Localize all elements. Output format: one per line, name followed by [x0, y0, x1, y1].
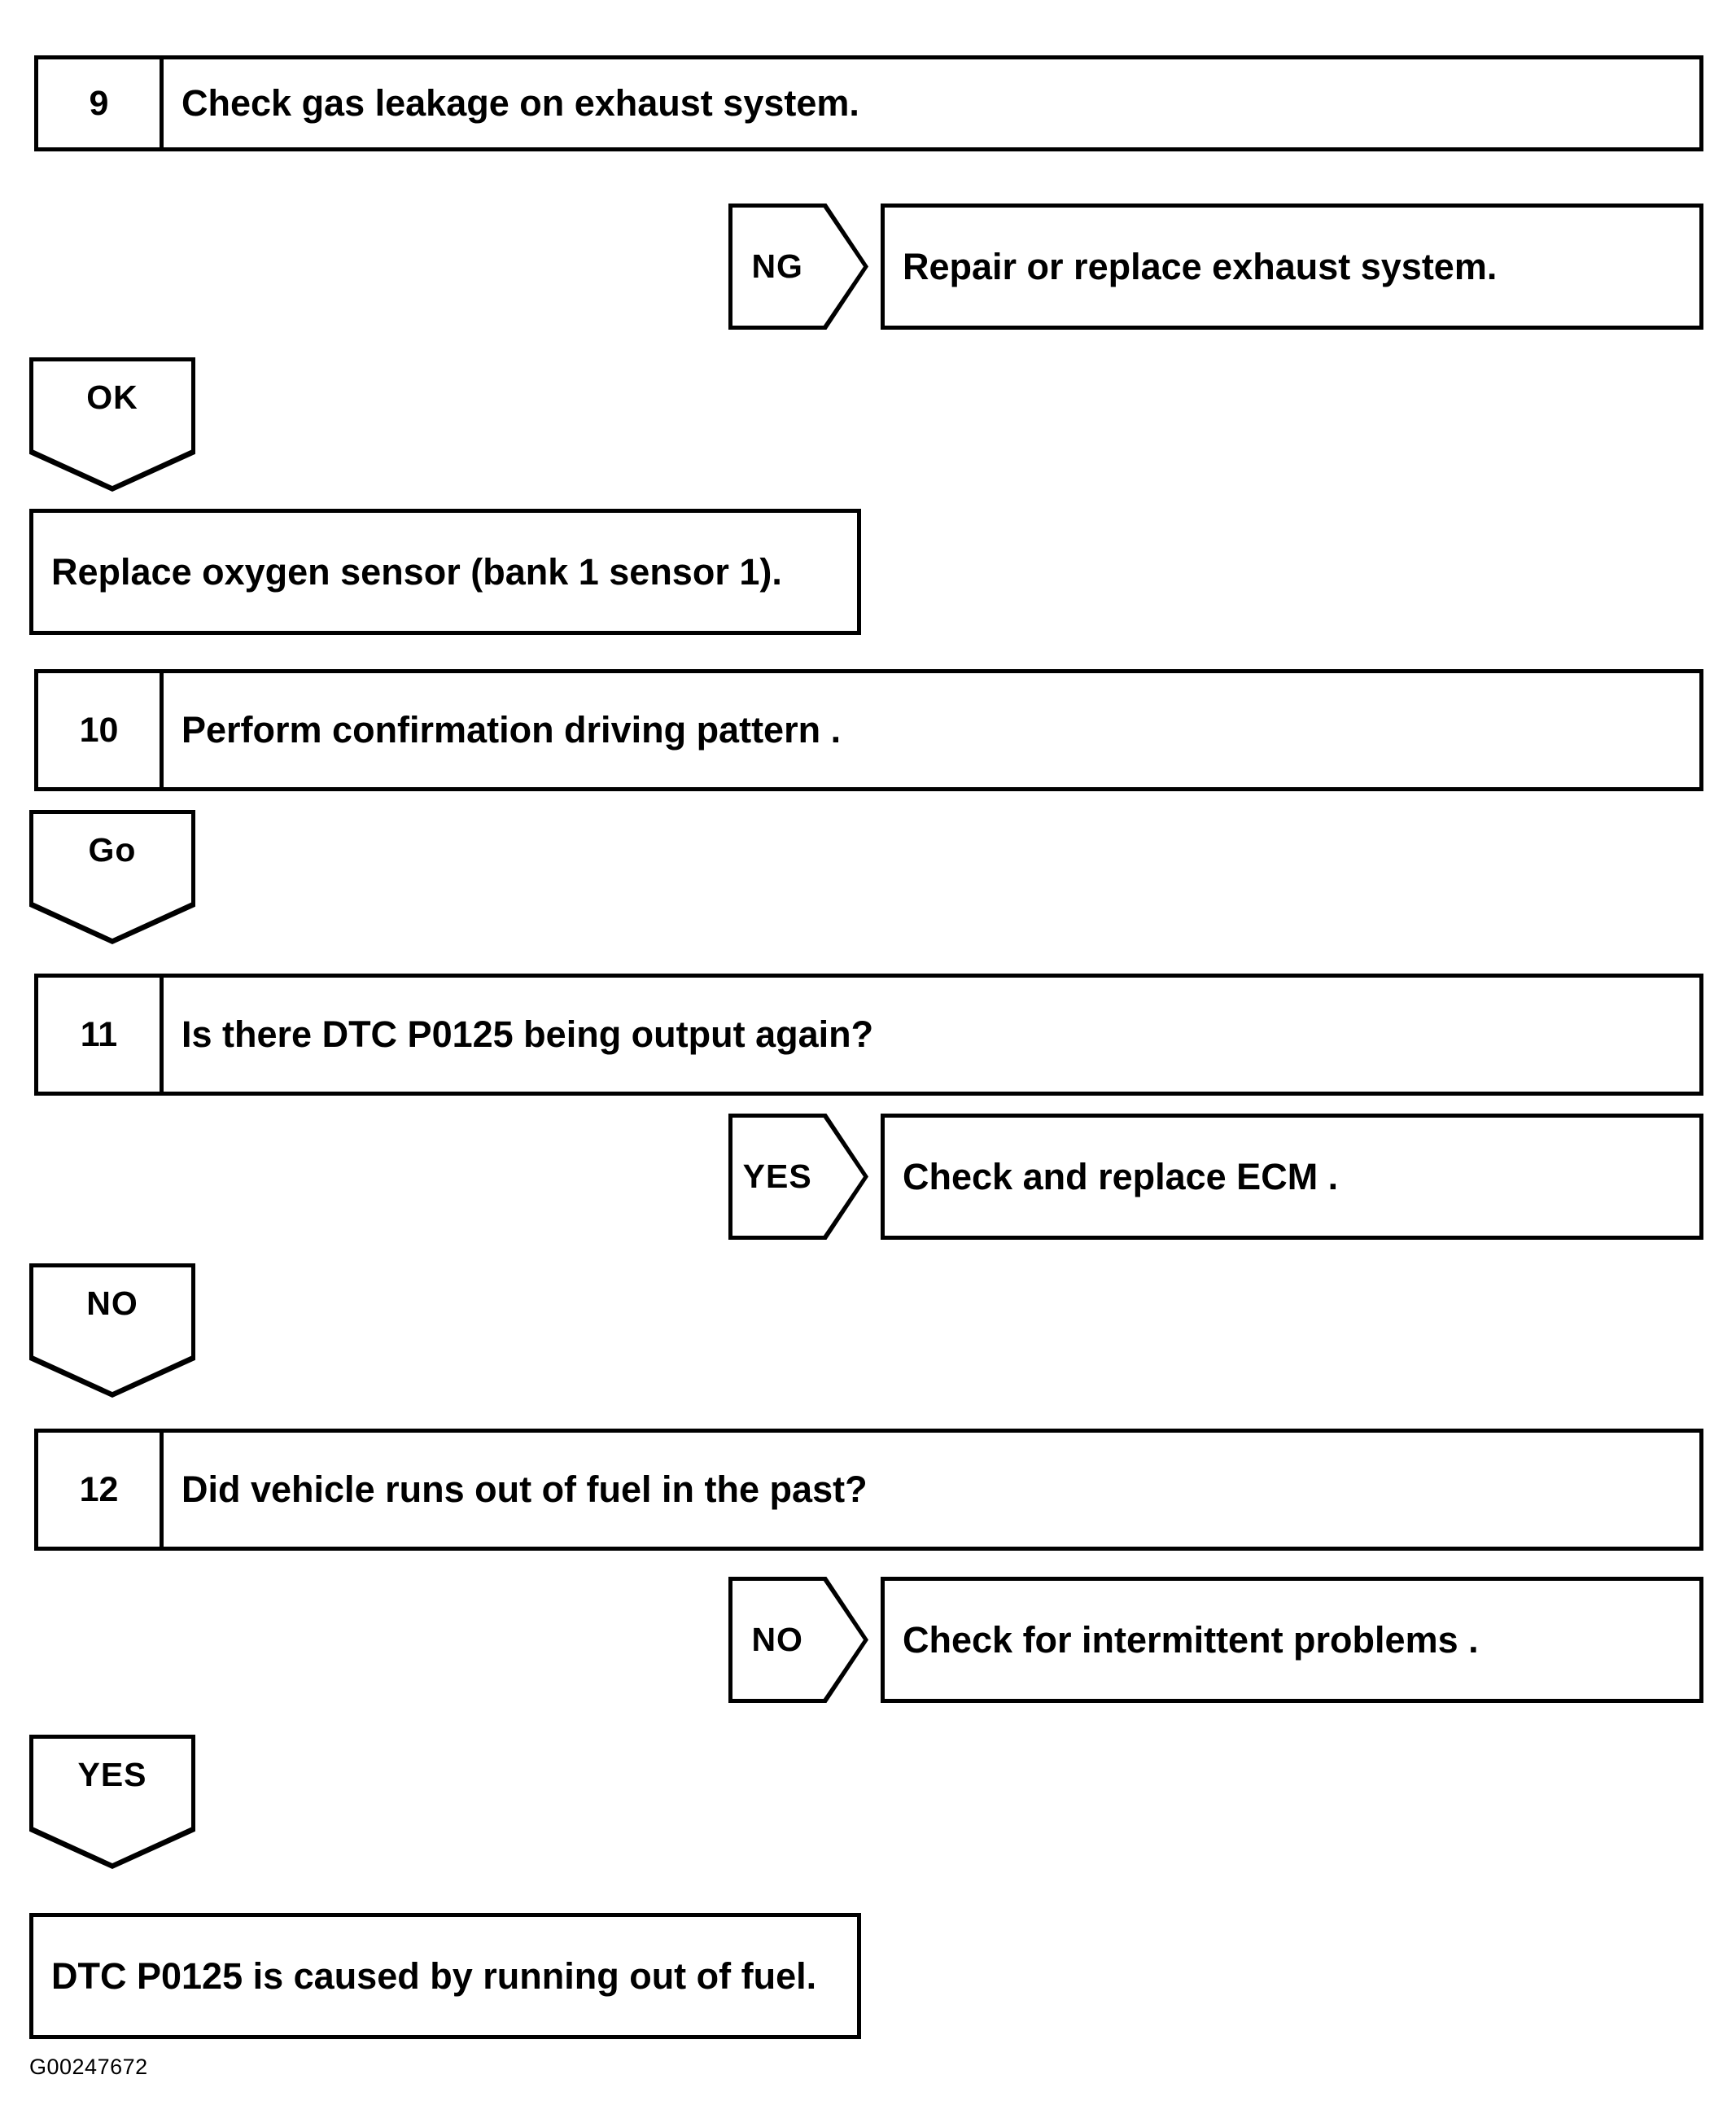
branch-result-text-9: Repair or replace exhaust system. — [903, 245, 1498, 287]
step-text-cell-10: Perform confirmation driving pattern . — [164, 673, 1699, 787]
branch-result-text-12: Check for intermittent problems . — [903, 1618, 1479, 1661]
continue-connector-no-label: NO — [86, 1285, 138, 1322]
branch-connector-yes-11: YES — [728, 1114, 868, 1240]
step-number-cell-11: 11 — [38, 978, 164, 1092]
continue-connector-ok: OK — [29, 357, 195, 492]
continue-connector-ok-label: OK — [86, 379, 138, 416]
step-text-9: Check gas leakage on exhaust system. — [181, 82, 859, 124]
step-text-cell-12: Did vehicle runs out of fuel in the past… — [164, 1433, 1699, 1547]
step-text-12: Did vehicle runs out of fuel in the past… — [181, 1468, 868, 1510]
branch-connector-ng-9: NG — [728, 204, 868, 330]
step-text-10: Perform confirmation driving pattern . — [181, 709, 842, 751]
figure-reference-code: G00247672 — [29, 2055, 148, 2079]
branch-result-text-11: Check and replace ECM . — [903, 1155, 1339, 1197]
continue-connector-no: NO — [29, 1263, 195, 1398]
step-text-11: Is there DTC P0125 being output again? — [181, 1013, 874, 1055]
branch-result-box-9: Repair or replace exhaust system. — [881, 204, 1703, 330]
continue-connector-go: Go — [29, 810, 195, 944]
step-number-cell-12: 12 — [38, 1433, 164, 1547]
branch-connector-yes-11-label: YES — [742, 1158, 812, 1195]
continue-connector-go-label: Go — [88, 831, 137, 869]
continue-connector-yes: YES — [29, 1735, 195, 1869]
step-number-12: 12 — [79, 1469, 119, 1509]
step-row-9: 9 Check gas leakage on exhaust system. — [34, 55, 1703, 151]
branch-result-box-11: Check and replace ECM . — [881, 1114, 1703, 1240]
branch-connector-no-12-label: NO — [751, 1621, 803, 1658]
branch-connector-ng-9-label: NG — [751, 247, 803, 285]
action-box-replace-oxygen-sensor: Replace oxygen sensor (bank 1 sensor 1). — [29, 509, 861, 635]
action-box-dtc-cause: DTC P0125 is caused by running out of fu… — [29, 1913, 861, 2039]
branch-result-box-12: Check for intermittent problems . — [881, 1577, 1703, 1703]
step-row-10: 10 Perform confirmation driving pattern … — [34, 669, 1703, 791]
continue-connector-yes-label: YES — [77, 1756, 147, 1793]
action-text-dtc-cause: DTC P0125 is caused by running out of fu… — [51, 1954, 817, 1997]
branch-connector-no-12: NO — [728, 1577, 868, 1703]
step-number-9: 9 — [89, 83, 109, 123]
action-text-replace-oxygen-sensor: Replace oxygen sensor (bank 1 sensor 1). — [51, 550, 782, 593]
step-text-cell-11: Is there DTC P0125 being output again? — [164, 978, 1699, 1092]
step-number-cell-9: 9 — [38, 59, 164, 147]
step-number-10: 10 — [79, 710, 119, 750]
step-row-12: 12 Did vehicle runs out of fuel in the p… — [34, 1429, 1703, 1551]
step-text-cell-9: Check gas leakage on exhaust system. — [164, 59, 1699, 147]
step-number-11: 11 — [80, 1014, 118, 1054]
step-number-cell-10: 10 — [38, 673, 164, 787]
step-row-11: 11 Is there DTC P0125 being output again… — [34, 974, 1703, 1096]
